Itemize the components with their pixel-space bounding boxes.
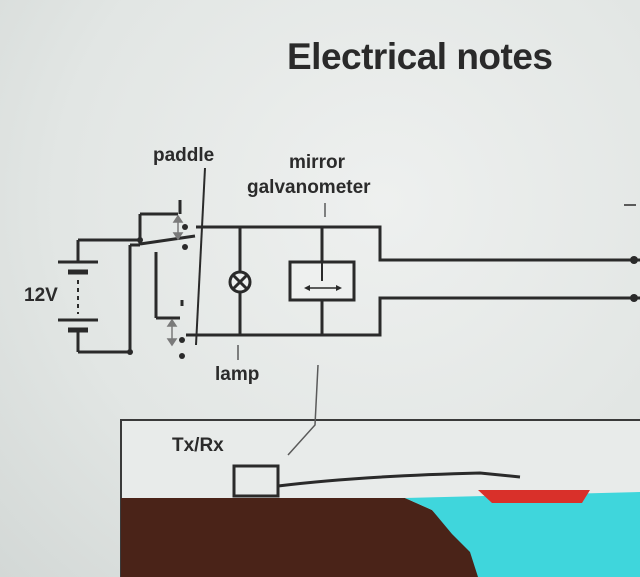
- txrx-label: Tx/Rx: [172, 435, 224, 456]
- mirror-label: mirror: [289, 152, 345, 173]
- paddle-arrows: [166, 214, 184, 347]
- txrx-box: [232, 464, 280, 498]
- page-title: Electrical notes: [287, 36, 553, 77]
- battery-symbol: [58, 240, 98, 352]
- lamp-icon: [228, 270, 252, 294]
- paddle-label: paddle: [153, 145, 215, 166]
- signal-cable: [277, 471, 521, 488]
- circuit-rails: [186, 225, 640, 337]
- txrx-leader-line: [287, 364, 319, 456]
- float-marker: [478, 490, 590, 503]
- lamp-label: lamp: [215, 364, 260, 385]
- paddle-contact-dots: [127, 224, 188, 359]
- battery-wires: [78, 212, 178, 354]
- output-terminals: [630, 256, 638, 302]
- paddle-switch: [139, 167, 206, 346]
- galvanometer-icon: [288, 260, 356, 302]
- water-body: [405, 492, 640, 577]
- ground-soil: [121, 498, 478, 577]
- battery-label: 12V: [24, 285, 58, 306]
- galvanometer-label: galvanometer: [247, 177, 371, 198]
